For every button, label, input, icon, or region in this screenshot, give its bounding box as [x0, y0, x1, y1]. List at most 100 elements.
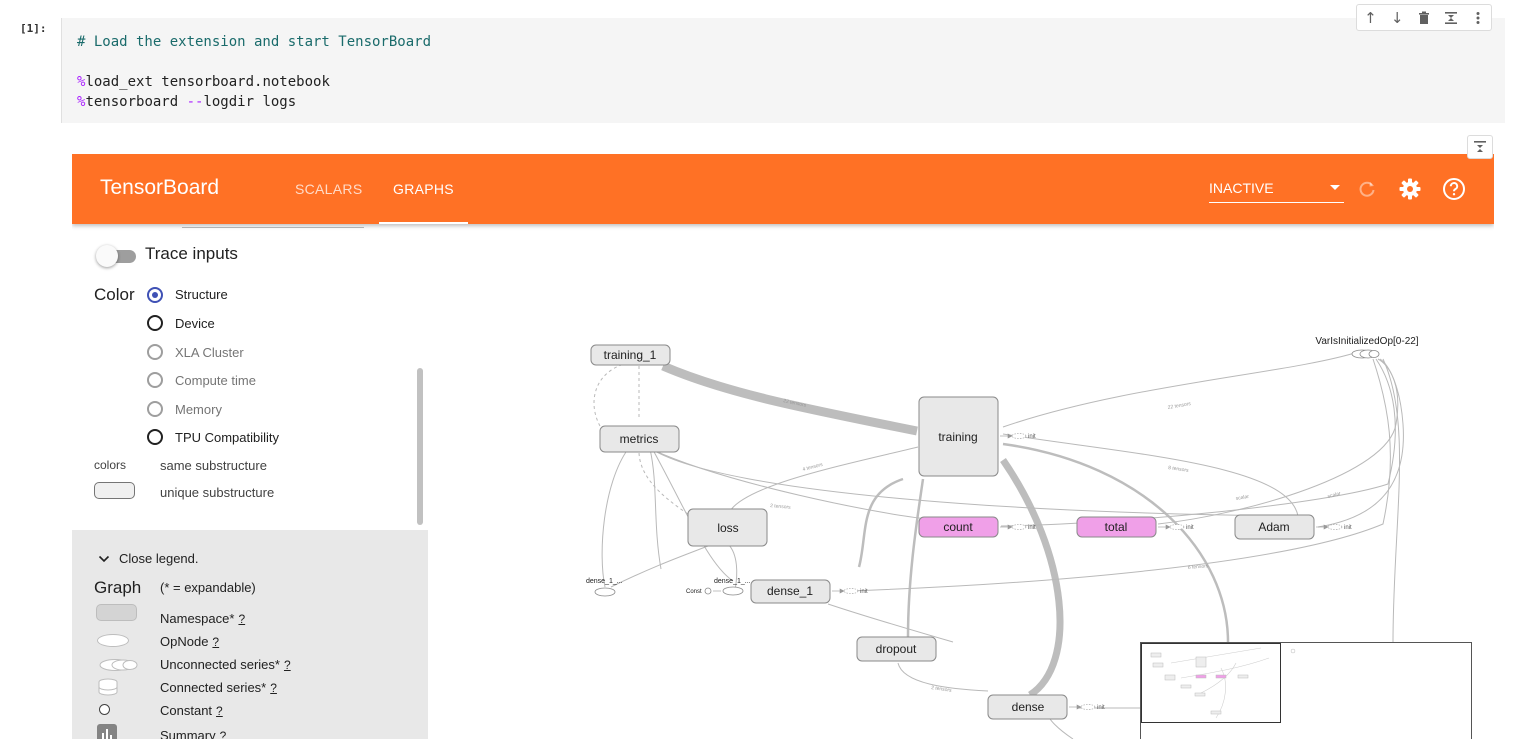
help-link[interactable]: ? [270, 681, 277, 695]
magic-percent: % [77, 94, 86, 110]
graph-edge [1382, 358, 1401, 643]
help-link[interactable]: ? [216, 704, 223, 718]
tab-graphs[interactable]: GRAPHS [379, 154, 468, 224]
code-editor[interactable]: # Load the extension and start TensorBoa… [77, 32, 431, 112]
color-label: Color [94, 285, 135, 304]
node-count[interactable] [918, 516, 999, 538]
init-node[interactable]: init [1000, 524, 1036, 532]
opnode-dense-1-b[interactable] [722, 586, 744, 596]
node-metrics[interactable] [599, 425, 680, 453]
graph-edge [649, 448, 662, 570]
node-dropout[interactable] [856, 636, 937, 662]
code-operator: -- [186, 94, 204, 110]
radio-device[interactable] [147, 315, 163, 331]
help-link[interactable]: ? [238, 612, 246, 626]
node-training-1[interactable] [590, 344, 671, 366]
output-collapse-button[interactable] [1467, 135, 1493, 159]
svg-text:init: init [1344, 525, 1352, 531]
expandable-note: (* = expandable) [160, 580, 256, 595]
legend-namespace: Namespace*? [160, 611, 246, 626]
tensorboard-frame: TensorBoard SCALARS GRAPHS INACTIVE Trac… [72, 154, 1494, 739]
namespace-legend-icon [96, 604, 137, 621]
edge-label: scalar [1235, 494, 1250, 502]
collapse-icon[interactable] [1441, 8, 1461, 28]
varisinit-label: VarIsInitializedOp[0-22] [1315, 336, 1418, 347]
init-node[interactable]: init [1000, 433, 1036, 441]
radio-structure[interactable] [147, 287, 163, 303]
radio-compute-time [147, 372, 163, 388]
node-training[interactable] [918, 396, 999, 477]
code-comment: # Load the extension and start TensorBoa… [77, 34, 432, 50]
sidebar-cutoff-field [182, 224, 364, 228]
opnode-legend-icon [97, 634, 129, 647]
graph-edge [857, 477, 904, 568]
constant-legend-icon [99, 704, 110, 715]
color-option-label: XLA Cluster [175, 345, 244, 360]
color-option-label: Structure [175, 287, 228, 302]
help-link[interactable]: ? [219, 729, 227, 739]
init-node[interactable]: init [1158, 524, 1194, 532]
graph-minimap[interactable] [1140, 642, 1472, 739]
run-status-value: INACTIVE [1209, 180, 1274, 196]
chevron-down-icon[interactable] [98, 551, 110, 569]
radio-memory [147, 401, 163, 417]
radio-tpu-compatibility[interactable] [147, 429, 163, 445]
constant-node[interactable] [704, 587, 712, 595]
graph-edge [1002, 433, 1299, 517]
app-title: TensorBoard [100, 176, 220, 199]
cell-toolbar: ↑ ↓ [1356, 4, 1492, 31]
node-loss[interactable] [687, 508, 768, 547]
refresh-icon[interactable] [1354, 176, 1380, 202]
run-status-select[interactable]: INACTIVE [1209, 177, 1344, 203]
summary-legend-icon [97, 724, 117, 739]
unconnected-series-legend-icon [97, 658, 139, 677]
graph-edge [638, 448, 689, 515]
code-cell[interactable]: # Load the extension and start TensorBoa… [61, 18, 1505, 123]
graph-edge [897, 662, 989, 692]
color-option-label: Device [175, 316, 215, 331]
minimap-viewport[interactable] [1141, 643, 1281, 723]
node-adam[interactable] [1234, 514, 1315, 540]
init-node[interactable]: init [832, 588, 868, 596]
graph-edge [1002, 351, 1359, 428]
edge-label: 8 tensors [1168, 465, 1190, 474]
graph-edge [610, 543, 714, 588]
tensorboard-header: TensorBoard SCALARS GRAPHS INACTIVE [72, 154, 1494, 224]
close-legend-link[interactable]: Close legend. [119, 551, 199, 566]
node-label: dense_1 [767, 584, 813, 598]
trash-icon[interactable] [1414, 8, 1434, 28]
gear-icon[interactable] [1397, 176, 1423, 202]
graph-edge [847, 358, 1391, 592]
graph-canvas[interactable]: 22 tensors 22 tensors 4 tensors 8 tensor… [428, 224, 1494, 739]
opnode-dense-1-a[interactable] [594, 587, 616, 597]
graph-edge [601, 448, 629, 588]
help-link[interactable]: ? [283, 658, 291, 672]
graph-sidebar: Trace inputs Color Structure Device XLA … [72, 224, 428, 739]
graph-edge [1002, 442, 1230, 643]
svg-text:init: init [860, 589, 868, 595]
sidebar-scrollbar[interactable] [417, 368, 423, 525]
legend-opnode: OpNode? [160, 634, 220, 649]
more-vert-icon[interactable] [1468, 8, 1488, 28]
graph-legend-title: Graph [94, 578, 142, 597]
colors-label: colors [94, 458, 127, 472]
edge-label: 6 tensors [1188, 563, 1210, 571]
init-node[interactable]: init [1316, 524, 1352, 532]
legend-connected-series: Connected series*? [160, 680, 277, 695]
tab-scalars[interactable]: SCALARS [295, 181, 363, 197]
trace-inputs-toggle[interactable] [96, 245, 136, 267]
node-label: Adam [1258, 520, 1289, 534]
edge-label: 22 tensors [783, 398, 808, 409]
node-dense[interactable] [987, 694, 1068, 720]
connected-series-legend-icon [97, 678, 119, 701]
help-link[interactable]: ? [212, 635, 220, 649]
node-total[interactable] [1076, 516, 1157, 538]
graph-edge [1000, 458, 1064, 698]
arrow-up-icon[interactable]: ↑ [1364, 8, 1377, 27]
opnode-label: dense_1_... [714, 578, 751, 585]
arrow-down-icon[interactable]: ↓ [1390, 8, 1404, 27]
unique-substructure-swatch [94, 482, 135, 499]
help-icon[interactable] [1441, 176, 1467, 202]
node-dense-1[interactable] [750, 579, 831, 604]
init-node[interactable]: init [1069, 704, 1105, 712]
